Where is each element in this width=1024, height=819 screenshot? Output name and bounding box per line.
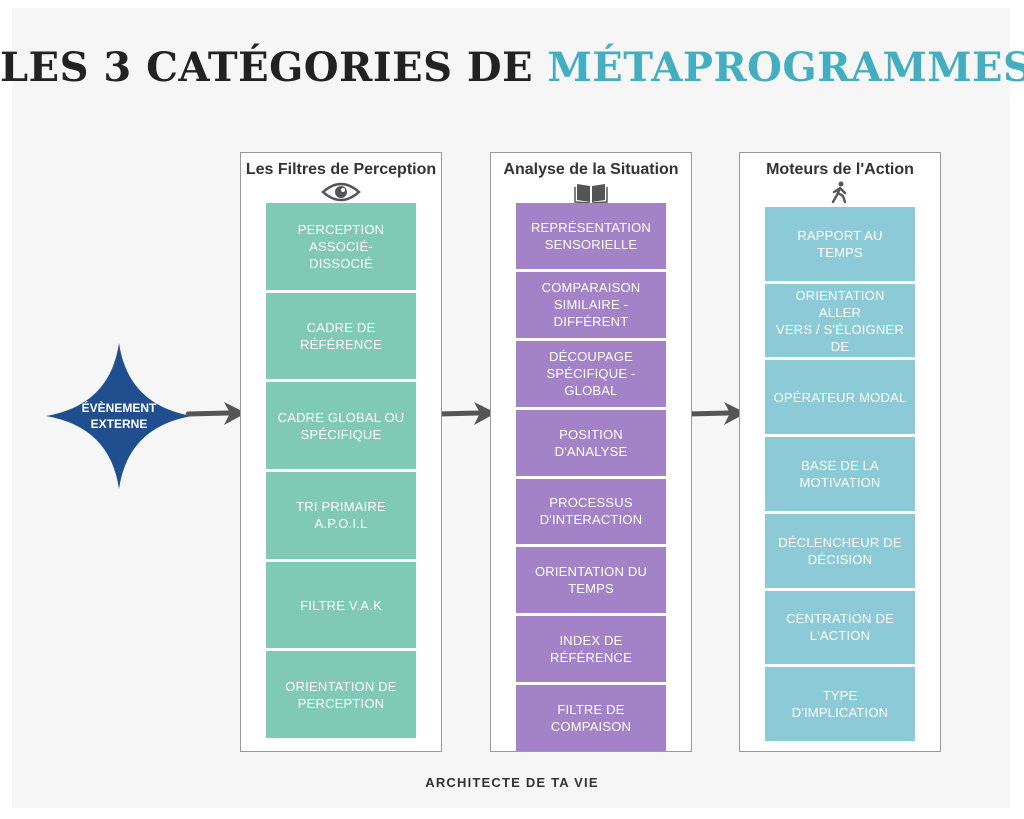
- panel-title-perception: Les Filtres de Perception: [245, 161, 437, 178]
- title-part-dark: LES 3 CATÉGORIES DE: [0, 44, 548, 91]
- page-title: LES 3 CATÉGORIES DE MÉTAPROGRAMMES: [0, 44, 1024, 91]
- walking-person-icon: [831, 181, 847, 203]
- metaprogram-box: CADRE GLOBAL OU SPÉCIFIQUE: [266, 382, 416, 470]
- event-star-shape: [46, 343, 192, 489]
- metaprogram-box: POSITION D'ANALYSE: [516, 409, 666, 476]
- footer-brand: ARCHITECTE DE TA VIE: [425, 775, 599, 790]
- arrow-perception-to-analyse: [436, 402, 496, 425]
- metaprogram-box: PROCESSUS D'INTERACTION: [516, 478, 666, 545]
- metaprogram-box: ORIENTATION ALLER VERS / S'ÉLOIGNER DE: [765, 283, 915, 358]
- arrow-analyse-to-action: [686, 402, 746, 425]
- metaprogram-box: DÉCLENCHEUR DE DÉCISION: [765, 513, 915, 588]
- metaprogram-box: OPÉRATEUR MODAL: [765, 360, 915, 435]
- title-part-accent: MÉTAPROGRAMMES: [547, 44, 1024, 91]
- metaprogram-box: PERCEPTION ASSOCIÉ- DISSOCIÉ: [266, 203, 416, 290]
- metaprogram-box: FILTRE DE COMPAISON: [516, 685, 666, 751]
- panel-title-action: Moteurs de l'Action: [766, 161, 914, 178]
- eye-icon: [321, 182, 361, 202]
- metaprogram-box: CENTRATION DE L'ACTION: [765, 590, 915, 665]
- metaprogram-box: RAPPORT AU TEMPS: [765, 207, 915, 281]
- metaprogram-box: ORIENTATION DE PERCEPTION: [266, 651, 416, 739]
- arrow-event-to-perception: [186, 402, 246, 425]
- panel-title-analyse: Analyse de la Situation: [503, 161, 679, 178]
- metaprogram-box: REPRÉSENTATION SENSORIELLE: [516, 203, 666, 269]
- metaprogram-box: TRI PRIMAIRE A.P.O.I.L: [266, 472, 416, 559]
- metaprogram-box: FILTRE V.A.K: [266, 561, 416, 649]
- metaprogram-box: CADRE DE RÉFÉRENCE: [266, 292, 416, 380]
- metaprogram-box: BASE DE LA MOTIVATION: [765, 437, 915, 511]
- book-icon: [574, 184, 608, 203]
- event-label: ÉVÈNEMENT EXTERNE: [81, 401, 157, 431]
- metaprogram-box: INDEX DE RÉFÉRENCE: [516, 616, 666, 683]
- metaprogram-box: DÉCOUPAGE SPÉCIFIQUE - GLOBAL: [516, 340, 666, 407]
- metaprogram-box: COMPARAISON SIMILAIRE - DIFFÉRENT: [516, 271, 666, 338]
- metaprogram-box: TYPE D'IMPLICATION: [765, 667, 915, 742]
- metaprogram-box: ORIENTATION DU TEMPS: [516, 547, 666, 614]
